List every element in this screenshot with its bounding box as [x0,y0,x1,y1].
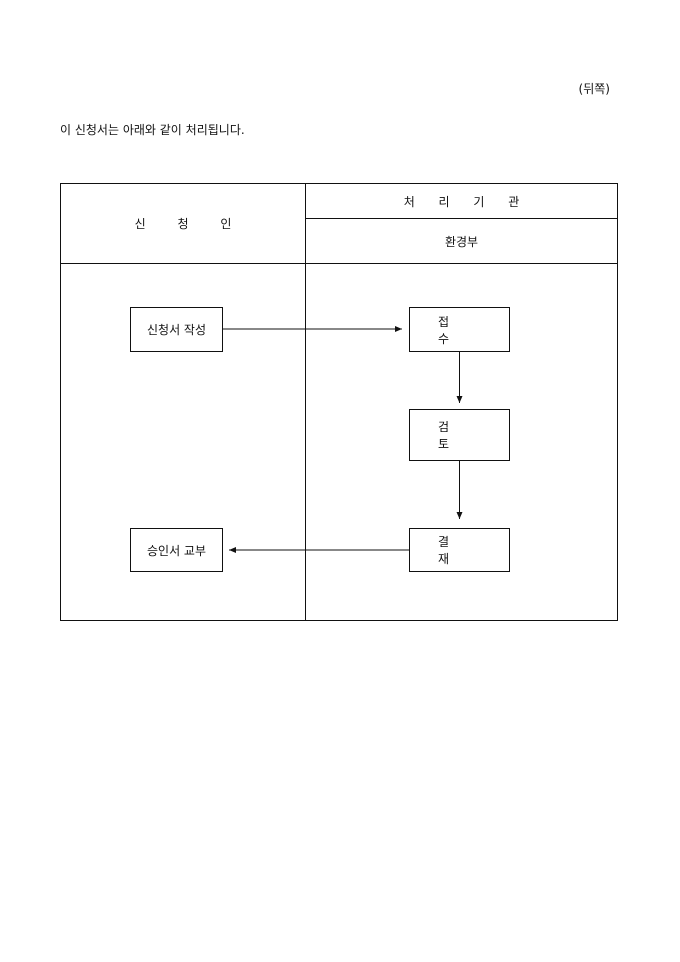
issue-approval-step: 승인서 교부 [130,528,223,572]
approval-label: 결 재 [438,535,478,566]
applicant-header: 신 청 인 [134,217,246,231]
issue-approval-label: 승인서 교부 [146,543,206,558]
receipt-label: 접 수 [438,314,478,346]
page-side-label: (뒤쪽) [578,82,610,96]
agency-header: 처 리 기 관 [403,195,530,209]
review-label: 검 토 [438,420,478,451]
review-step: 검 토 [409,409,510,461]
agency-name: 환경부 [444,235,479,249]
approval-step: 결 재 [409,528,510,572]
intro-text: 이 신청서는 아래와 같이 처리됩니다. [60,123,245,137]
write-application-label: 신청서 작성 [146,323,206,337]
write-application-step: 신청서 작성 [130,307,223,352]
receipt-step: 접 수 [409,307,510,352]
table-border [60,183,618,621]
